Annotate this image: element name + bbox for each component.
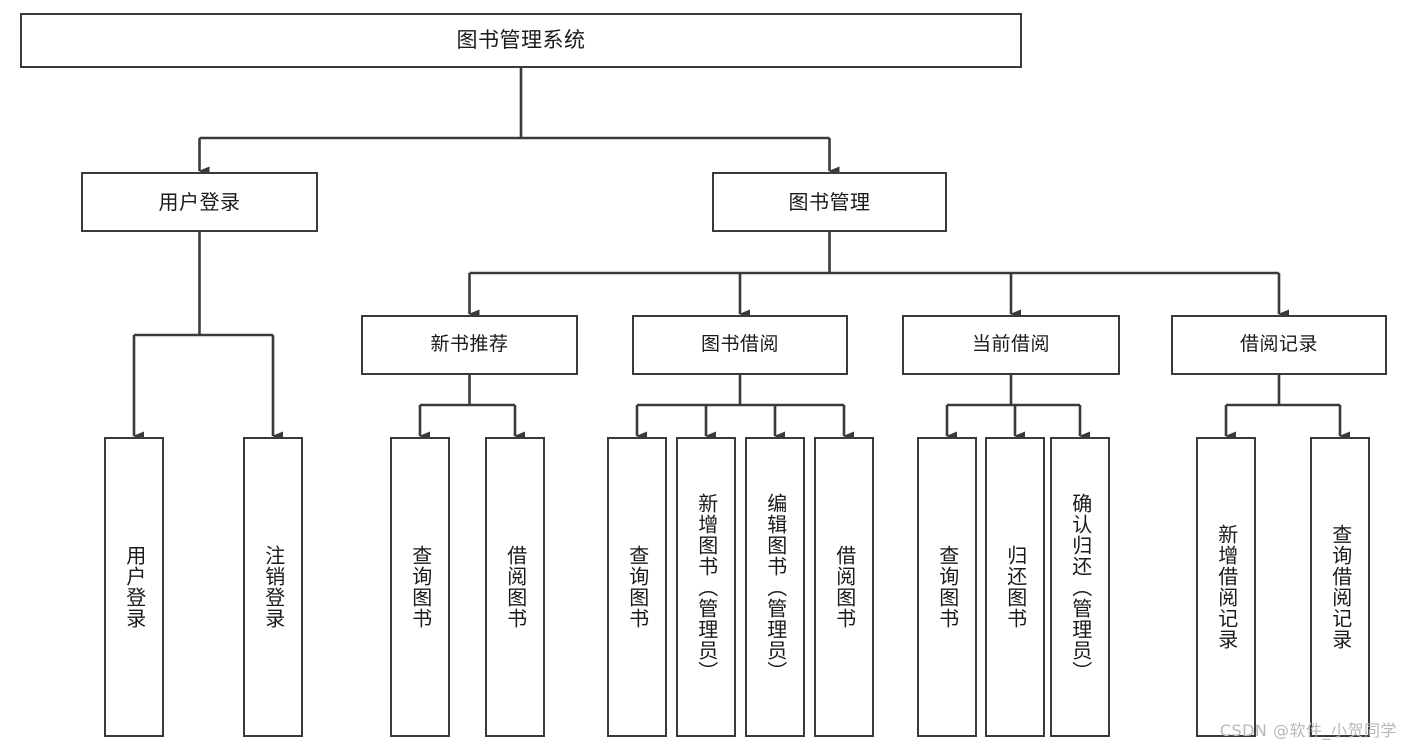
node-leaf-2[interactable]: 注销登录 <box>243 437 303 737</box>
node-label: 注销登录 <box>261 545 286 629</box>
node-label: 新增借阅记录 <box>1214 524 1239 650</box>
node-records[interactable]: 借阅记录 <box>1171 315 1387 375</box>
node-login[interactable]: 用户登录 <box>81 172 318 232</box>
node-leaf-6[interactable]: 新增图书（管理员） <box>676 437 736 737</box>
node-leaf-13[interactable]: 查询借阅记录 <box>1310 437 1370 737</box>
node-newbook[interactable]: 新书推荐 <box>361 315 578 375</box>
node-label: 借阅图书 <box>503 545 528 629</box>
connector-lines <box>132 68 1350 441</box>
node-root[interactable]: 图书管理系统 <box>20 13 1022 68</box>
node-leaf-8[interactable]: 借阅图书 <box>814 437 874 737</box>
node-bookmgmt[interactable]: 图书管理 <box>712 172 947 232</box>
node-leaf-7[interactable]: 编辑图书（管理员） <box>745 437 805 737</box>
node-label: 查询图书 <box>625 545 650 629</box>
node-label: 归还图书 <box>1003 545 1028 629</box>
node-leaf-12[interactable]: 新增借阅记录 <box>1196 437 1256 737</box>
node-leaf-4[interactable]: 借阅图书 <box>485 437 545 737</box>
node-current[interactable]: 当前借阅 <box>902 315 1120 375</box>
node-leaf-1[interactable]: 用户登录 <box>104 437 164 737</box>
node-label: 新书推荐 <box>430 333 509 356</box>
node-label: 用户登录 <box>122 545 147 629</box>
node-label: 借阅记录 <box>1239 333 1318 356</box>
node-leaf-11[interactable]: 确认归还（管理员） <box>1050 437 1110 737</box>
node-borrow[interactable]: 图书借阅 <box>632 315 848 375</box>
node-label: 图书借阅 <box>700 333 779 356</box>
node-label: 查询图书 <box>408 545 433 629</box>
node-label: 图书管理 <box>788 189 871 214</box>
node-label: 用户登录 <box>158 189 241 214</box>
node-label: 图书管理系统 <box>456 27 586 52</box>
csdn-watermark: CSDN @软件_小贺同学 <box>1219 721 1397 740</box>
node-leaf-10[interactable]: 归还图书 <box>985 437 1045 737</box>
node-label: 查询图书 <box>935 545 960 629</box>
node-label: 当前借阅 <box>971 333 1050 356</box>
node-leaf-5[interactable]: 查询图书 <box>607 437 667 737</box>
node-label: 确认归还（管理员） <box>1068 492 1093 682</box>
node-label: 编辑图书（管理员） <box>763 492 788 682</box>
node-label: 新增图书（管理员） <box>694 492 719 682</box>
node-label: 查询借阅记录 <box>1328 524 1353 650</box>
node-label: 借阅图书 <box>832 545 857 629</box>
node-leaf-3[interactable]: 查询图书 <box>390 437 450 737</box>
node-leaf-9[interactable]: 查询图书 <box>917 437 977 737</box>
